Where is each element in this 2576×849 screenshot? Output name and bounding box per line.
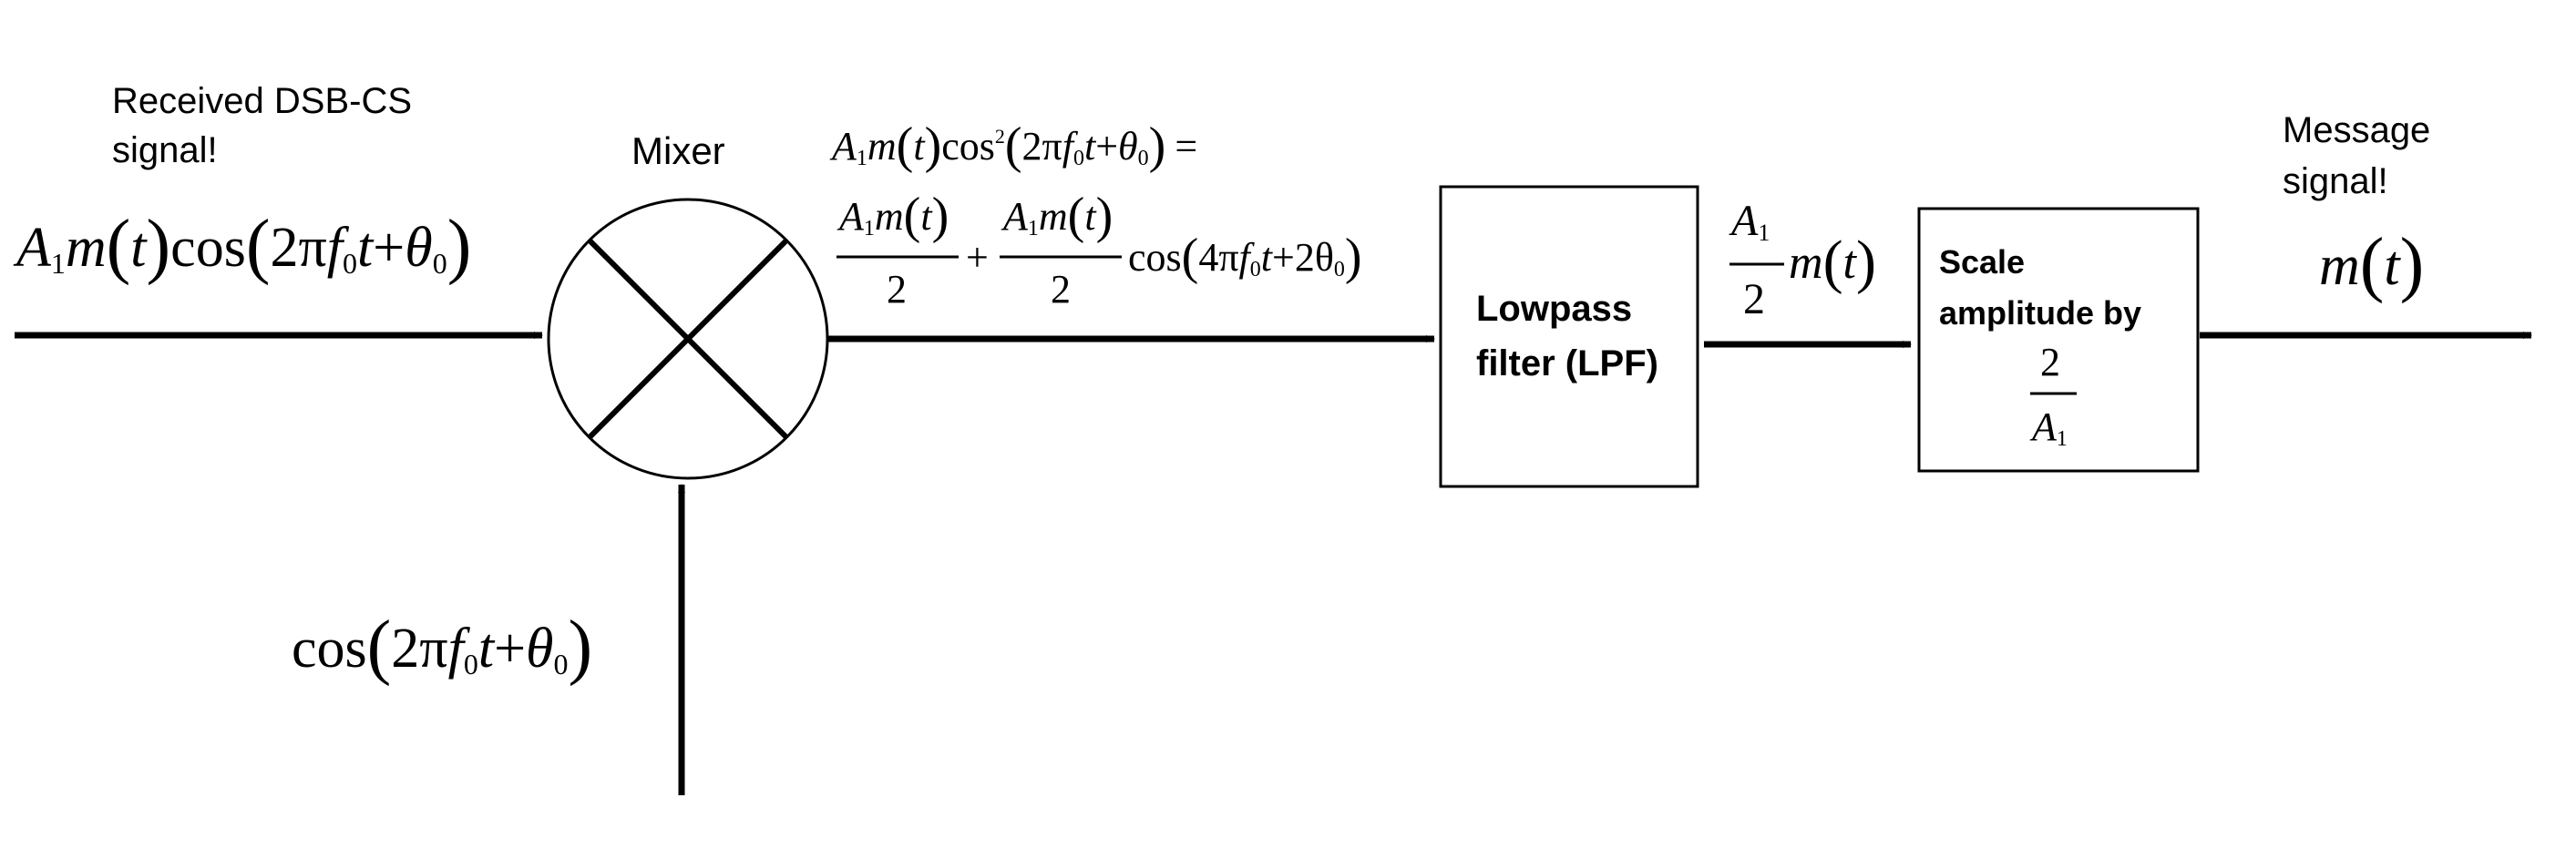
- scale-label-line1: Scale: [1939, 243, 2025, 281]
- svg-text:cos(4πf0t+2θ0): cos(4πf0t+2θ0): [1128, 229, 1362, 285]
- oscillator-expression: cos(2πf0t+θ0): [292, 607, 592, 687]
- mixer-symbol: [547, 198, 829, 480]
- svg-text:A1: A1: [1729, 197, 1770, 246]
- svg-text:A1m(t): A1m(t): [836, 188, 949, 244]
- scale-label-line2: amplitude by: [1939, 294, 2141, 332]
- lpf-label-line2: filter (LPF): [1476, 343, 1658, 384]
- svg-text:2: 2: [1743, 275, 1765, 323]
- svg-text:m(t): m(t): [1789, 229, 1876, 295]
- output-signal-expression: m(t): [2319, 224, 2424, 304]
- svg-text:+: +: [966, 235, 989, 280]
- svg-text:2: 2: [887, 267, 907, 312]
- input-caption-line2: signal!: [112, 130, 218, 170]
- lpf-label-line1: Lowpass: [1476, 289, 1632, 329]
- scale-factor-denominator: A1: [2029, 404, 2068, 451]
- mixer-output-expression-line1: A1m(t)cos2(2πf0t+θ0)=: [829, 118, 1197, 174]
- output-caption-line2: signal!: [2283, 161, 2388, 201]
- svg-text:2: 2: [1051, 267, 1071, 312]
- scale-block: Scale amplitude by 2 A1: [1917, 207, 2200, 473]
- scale-factor-numerator: 2: [2040, 340, 2060, 384]
- input-caption-line1: Received DSB-CS: [112, 81, 412, 121]
- lpf-output-expression: A1 2 m(t): [1729, 197, 1876, 323]
- mixer-label: Mixer: [631, 129, 725, 172]
- lpf-block: Lowpass filter (LPF): [1439, 185, 1699, 488]
- mixer-output-expression-line2: A1m(t) 2 + A1m(t) 2 cos(4πf0t+2θ0): [836, 188, 1362, 312]
- input-signal-expression: A1m(t)cos(2πf0t+θ0): [13, 206, 471, 286]
- svg-text:A1m(t): A1m(t): [1001, 188, 1113, 244]
- output-caption-line1: Message: [2283, 110, 2430, 150]
